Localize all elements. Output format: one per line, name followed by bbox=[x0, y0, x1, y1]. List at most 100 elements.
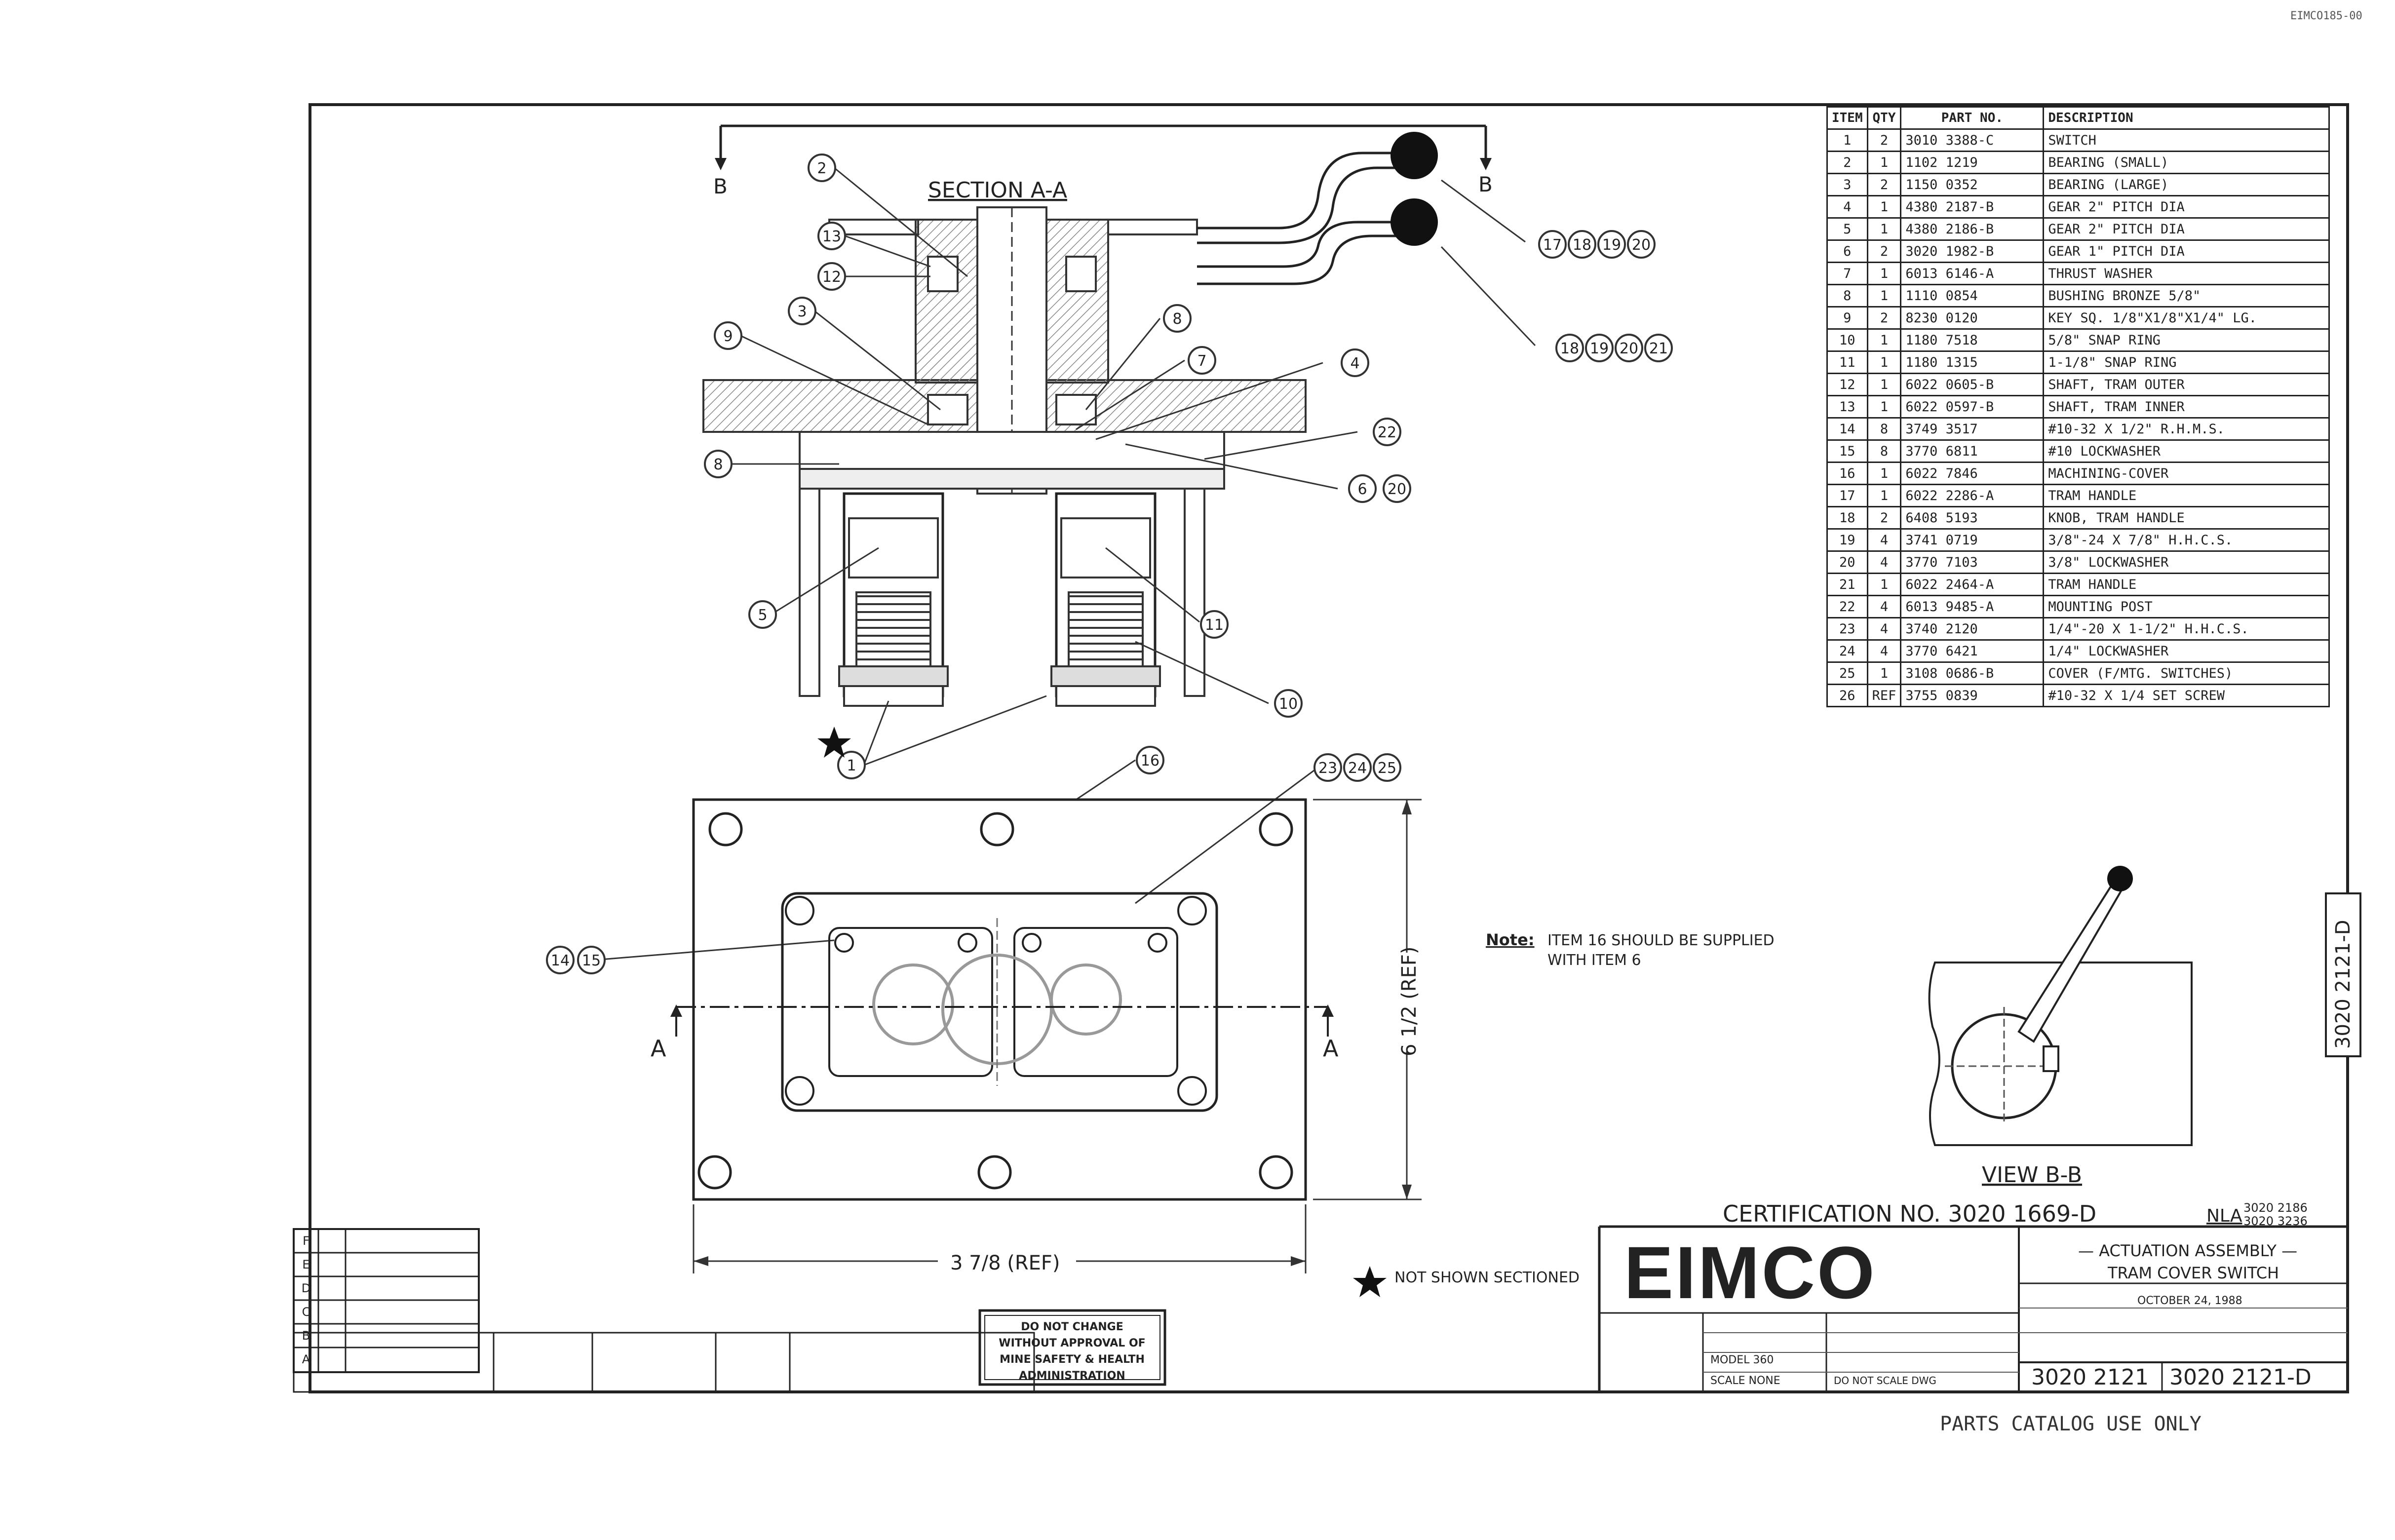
stamp-line-1: DO NOT CHANGE bbox=[1021, 1321, 1123, 1333]
item-cell: 7 bbox=[1826, 262, 1868, 285]
callout-10: 10 bbox=[1279, 695, 1298, 713]
qty-cell: 4 bbox=[1866, 550, 1902, 574]
scale-label: SCALE NONE bbox=[1710, 1375, 1780, 1387]
qty-cell: 1 bbox=[1866, 462, 1902, 485]
part-no-cell: 3749 3517 bbox=[1900, 417, 2045, 441]
item-cell: 16 bbox=[1826, 462, 1868, 485]
qty-cell: 1 bbox=[1866, 395, 1902, 419]
item-cell: 2 bbox=[1826, 151, 1868, 174]
bearing-left bbox=[927, 256, 959, 292]
switch-right bbox=[1050, 492, 1161, 707]
description-cell: 5/8" SNAP RING bbox=[2043, 328, 2330, 352]
section-mark-a-right: A bbox=[1323, 1035, 1339, 1062]
parts-list-header-row: ITEM QTY PART NO. DESCRIPTION bbox=[1826, 106, 2330, 130]
part-no-cell: 8230 0120 bbox=[1900, 306, 2045, 330]
description-cell: #10-32 X 1/2" R.H.M.S. bbox=[2043, 417, 2330, 441]
callout-7: 7 bbox=[1197, 352, 1206, 370]
rev-letter-b: B bbox=[302, 1329, 310, 1343]
item-cell: 10 bbox=[1826, 328, 1868, 352]
callout-21: 21 bbox=[1649, 340, 1668, 357]
part-no-cell: 3108 0686-B bbox=[1900, 661, 2045, 685]
cover-plate-outline bbox=[692, 798, 1307, 1201]
callout-1: 1 bbox=[847, 757, 856, 774]
item-cell: 4 bbox=[1826, 195, 1868, 219]
callout-24: 24 bbox=[1348, 760, 1367, 777]
qty-cell: 2 bbox=[1866, 506, 1902, 530]
switch-mount-plate bbox=[781, 892, 1218, 1112]
description-cell: GEAR 2" PITCH DIA bbox=[2043, 195, 2330, 219]
item-cell: 25 bbox=[1826, 661, 1868, 685]
callout-2: 2 bbox=[817, 160, 826, 177]
part-no-cell: 6013 6146-A bbox=[1900, 262, 2045, 285]
callout-18: 18 bbox=[1573, 236, 1591, 254]
dim-width: 3 7/8 (REF) bbox=[950, 1252, 1060, 1274]
sheet-id: EIMCO185-00 bbox=[2290, 10, 2362, 22]
stamp-line-3: MINE SAFETY & HEALTH bbox=[1000, 1353, 1145, 1366]
description-cell: 1/4"-20 X 1-1/2" H.H.C.S. bbox=[2043, 617, 2330, 641]
description-cell: TRAM HANDLE bbox=[2043, 484, 2330, 507]
stamp-line-4: ADMINISTRATION bbox=[1019, 1370, 1125, 1382]
part-no-cell: 6022 7846 bbox=[1900, 462, 2045, 485]
rev-letter-f: F bbox=[303, 1234, 309, 1248]
callout-5: 5 bbox=[758, 607, 767, 624]
callout-11: 11 bbox=[1205, 616, 1224, 634]
item-cell: 8 bbox=[1826, 284, 1868, 308]
note-text-1: ITEM 16 SHOULD BE SUPPLIED bbox=[1547, 932, 1775, 949]
item-cell: 22 bbox=[1826, 595, 1868, 618]
item-cell: 20 bbox=[1826, 550, 1868, 574]
qty-cell: 1 bbox=[1866, 573, 1902, 596]
callout-20b: 20 bbox=[1632, 236, 1651, 254]
item-cell: 13 bbox=[1826, 395, 1868, 419]
item-cell: 9 bbox=[1826, 306, 1868, 330]
item-cell: 6 bbox=[1826, 239, 1868, 263]
callout-22: 22 bbox=[1378, 424, 1396, 441]
dim-height: 6 1/2 (REF) bbox=[1398, 946, 1421, 1056]
qty-cell: 4 bbox=[1866, 639, 1902, 663]
qty-cell: 1 bbox=[1866, 661, 1902, 685]
callout-4: 4 bbox=[1350, 355, 1359, 372]
switch-left bbox=[838, 492, 949, 707]
qty-cell: 1 bbox=[1866, 484, 1902, 507]
callout-12: 12 bbox=[822, 269, 841, 286]
qty-cell: 2 bbox=[1866, 306, 1902, 330]
section-mark-b-left: B bbox=[713, 174, 728, 198]
side-tab-number: 3020 2121-D bbox=[2332, 920, 2355, 1049]
callout-19b: 19 bbox=[1590, 340, 1609, 357]
rev-letter-a: A bbox=[302, 1352, 310, 1366]
item-cell: 15 bbox=[1826, 439, 1868, 463]
section-mark-a-left: A bbox=[651, 1035, 666, 1062]
note-label: Note: bbox=[1486, 930, 1535, 949]
rev-letter-c: C bbox=[302, 1305, 310, 1319]
callout-20: 20 bbox=[1388, 481, 1406, 498]
item-cell: 26 bbox=[1826, 684, 1868, 707]
description-cell: COVER (F/MTG. SWITCHES) bbox=[2043, 661, 2330, 685]
star-mark-item-1 bbox=[817, 727, 851, 758]
qty-cell: 4 bbox=[1866, 617, 1902, 641]
description-cell: SHAFT, TRAM INNER bbox=[2043, 395, 2330, 419]
description-cell: 3/8"-24 X 7/8" H.H.C.S. bbox=[2043, 528, 2330, 552]
tram-knob-lower bbox=[1391, 198, 1438, 246]
callout-3: 3 bbox=[797, 303, 807, 320]
item-cell: 18 bbox=[1826, 506, 1868, 530]
model-label: MODEL 360 bbox=[1710, 1354, 1774, 1366]
part-no-cell: 3770 6811 bbox=[1900, 439, 2045, 463]
item-cell: 3 bbox=[1826, 173, 1868, 196]
qty-cell: 1 bbox=[1866, 195, 1902, 219]
callout-15: 15 bbox=[582, 952, 601, 969]
qty-cell: 1 bbox=[1866, 262, 1902, 285]
